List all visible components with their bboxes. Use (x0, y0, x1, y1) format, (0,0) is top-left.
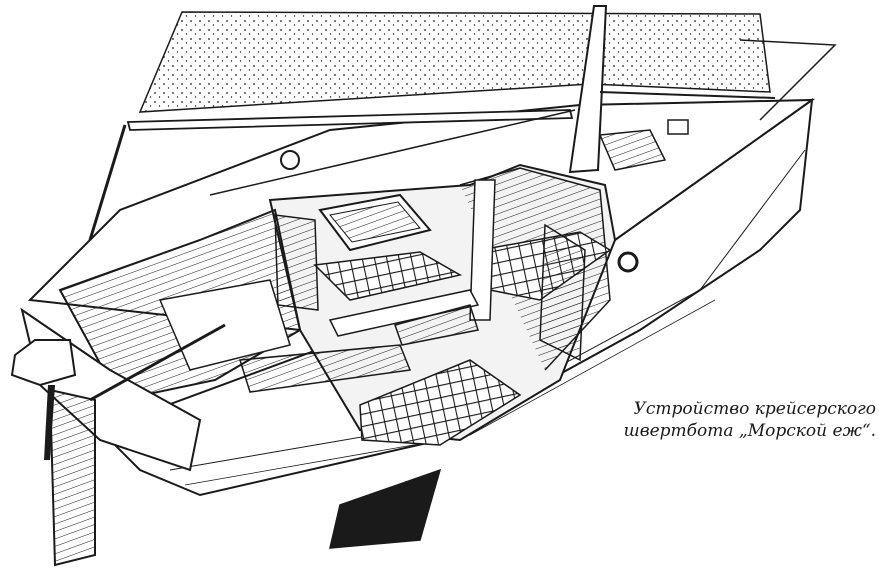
deck-fitting (667, 119, 689, 135)
figure-caption: Устройство крейсерского швертбота „Морск… (604, 398, 876, 442)
caption-line-1: Устройство крейсерского (633, 399, 876, 419)
porthole (617, 251, 639, 273)
tiller (89, 323, 226, 402)
forward-hatch (598, 129, 667, 171)
rudder (48, 388, 96, 567)
caption-line-2: швертбота „Морской еж“. (623, 421, 876, 441)
winch (280, 150, 300, 170)
mast (568, 5, 608, 174)
floor-grating (359, 359, 522, 446)
mainsail (138, 11, 771, 113)
outboard-motor (10, 339, 77, 387)
centreboard (329, 468, 442, 549)
boom (126, 109, 574, 131)
